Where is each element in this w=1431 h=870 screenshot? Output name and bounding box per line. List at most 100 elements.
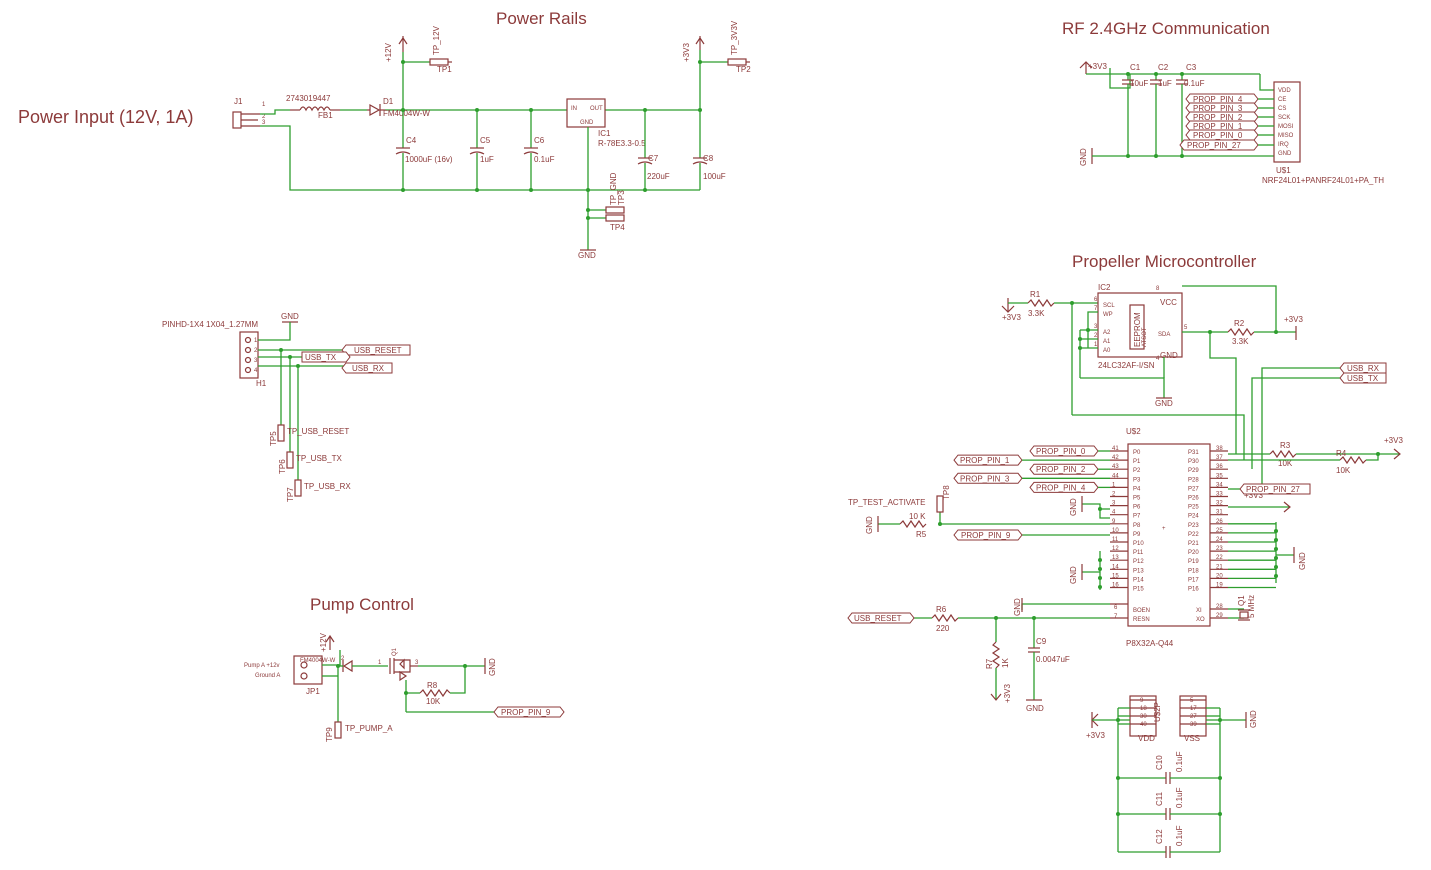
prop-usb-reset-flag [847,612,915,624]
svg-text:R2: R2 [1234,319,1245,328]
u2-pin-number: 9 [1112,519,1116,525]
u2-pin-p12: P12 [1133,559,1144,565]
usb-h1-label: H1 [256,379,267,388]
p8x32a-right-pins: P3138P3037P2936P2835P2734P2633P2532P2431… [1188,446,1276,623]
tp9-testpoint [334,721,342,739]
u2-pin-number: 2 [1112,492,1116,498]
svg-text:0.0047uF: 0.0047uF [1036,655,1070,664]
u2-pin-number: 26 [1216,519,1223,525]
ic1-regulator [566,98,606,128]
u2-pin-p19: P19 [1188,559,1199,565]
power-rails-block: J1 1 2 3 2743019447 FB1 D1 FM4004W-W +12… [232,20,751,260]
fb1-label: FB1 [318,111,333,120]
u2-pin-number: 11 [1112,537,1119,543]
fb1-inductor [299,106,331,112]
svg-text:0.1uF: 0.1uF [1175,787,1184,808]
tp3-label: TP3 [617,190,626,205]
u2-pin-xo: XO [1196,617,1205,623]
svg-text:TP_PUMP_A: TP_PUMP_A [345,724,393,733]
ic2-pin-number: 3 [1094,324,1098,330]
u2-pin-p2: P2 [1133,468,1141,474]
prop-flag-label: PROP_PIN_4 [1036,483,1086,492]
u2-pin-p26: P26 [1188,496,1199,502]
rf-block: +3V3 C1 10uF C2 1uF C3 0.1uF [1079,61,1384,185]
u2-pin-number: 44 [1112,473,1119,479]
p8x32a-chip [1127,443,1211,627]
nrf-pin-gnd: GND [1278,151,1292,157]
rf-prop-pin-flags: PROP_PIN_4PROP_PIN_3PROP_PIN_2PROP_PIN_1… [1179,93,1274,151]
j1-pin3: 3 [262,120,266,126]
r2-resistor [1227,327,1255,337]
tp2-label: TP2 [736,65,751,74]
vss-pin-number: 27 [1190,714,1197,720]
u2-pin-number: 12 [1112,546,1119,552]
u2-pin-number: 1 [1112,482,1116,488]
usb-rx-flag [341,362,393,374]
u2-pin-number: 38 [1216,446,1223,452]
u2-pin-number: 20 [1216,573,1223,579]
svg-text:TP5: TP5 [269,431,278,446]
svg-text:R1: R1 [1030,290,1041,299]
fb1-value: 2743019447 [286,94,331,103]
svg-text:P8X32A-Q44: P8X32A-Q44 [1126,639,1174,648]
tp6-testpoint [286,451,294,469]
u2-pin-number: 14 [1112,564,1119,570]
u2-pin-number: 21 [1216,564,1223,570]
nrf-pin-cs: CS [1278,106,1286,112]
u2-pin-boen: BOEN [1133,608,1150,614]
u1-label: U$1 [1276,166,1291,175]
ic1-value: R-78E3.3-0.5 [598,139,646,148]
u2-pin-p18: P18 [1188,568,1199,574]
vdd-pin-number: 9 [1140,698,1144,704]
r7-resistor [991,641,1001,669]
svg-text:3: 3 [254,358,258,364]
usb-reset-flag [341,344,411,356]
svg-text:IC2: IC2 [1098,283,1111,292]
u2-pin-number: 34 [1216,482,1223,488]
svg-text:3.3K: 3.3K [1028,309,1045,318]
u2-pin-number: 35 [1216,473,1223,479]
tp8-testpoint [936,495,944,513]
u2-pin-p6: P6 [1133,505,1141,511]
u2-pin-p28: P28 [1188,477,1199,483]
vdd-pin-number: 18 [1140,706,1147,712]
u2-pin-number: 32 [1216,501,1223,507]
svg-text:0.1uF: 0.1uF [1175,751,1184,772]
ic2-pin-a0: A0 [1103,348,1111,354]
u2-pin-p10: P10 [1133,541,1144,547]
u2-pin-number: 42 [1112,455,1119,461]
usb-header-h1 [239,331,259,379]
svg-text:R6: R6 [936,605,947,614]
d1-label: D1 [383,97,394,106]
ic2-pin-a2: A2 [1103,330,1111,336]
u2-pin-p29: P29 [1188,468,1199,474]
ic2-pin-number: 4 [1156,356,1160,362]
u2-pin-number: 33 [1216,492,1223,498]
supply-c11: C11 0.1uF [1118,787,1220,820]
u1-value: NRF24L01+PANRF24L01+PA_TH [1262,176,1384,185]
u2-pin-number: 16 [1112,583,1119,589]
nrf-pin-sck: SCK [1278,115,1290,121]
svg-text:C12: C12 [1155,829,1164,844]
svg-text:220: 220 [936,624,950,633]
prop-flag-prop_pin_0 [1029,445,1099,457]
r6-resistor [931,613,959,623]
tp1-label: TP1 [437,65,452,74]
vss-pin-number: 5 [1190,698,1194,704]
prop-pin-flags-left: PROP_PIN_0PROP_PIN_1PROP_PIN_2PROP_PIN_3… [953,445,1110,493]
prop-pin9-flag [953,529,1023,541]
svg-text:USB_TX: USB_TX [1347,374,1379,383]
c6-value: 0.1uF [534,155,555,164]
ic1-in-pin: IN [571,106,577,112]
nrf-pin-ce: CE [1278,97,1286,103]
pump-prop-pin9-flag [493,706,565,718]
svg-text:+3V3: +3V3 [1384,436,1403,445]
usb-header-block: PINHD-1X4 1X04_1.27MM 1 2 3 4 H1 GND USB… [162,312,411,502]
u2-pin-p7: P7 [1133,514,1141,520]
ic2-pin-number: 7 [1094,306,1098,312]
d1-diode [369,103,381,117]
ic2-pin-vcc: VCC [1160,298,1177,307]
svg-text:10uF: 10uF [1130,79,1148,88]
